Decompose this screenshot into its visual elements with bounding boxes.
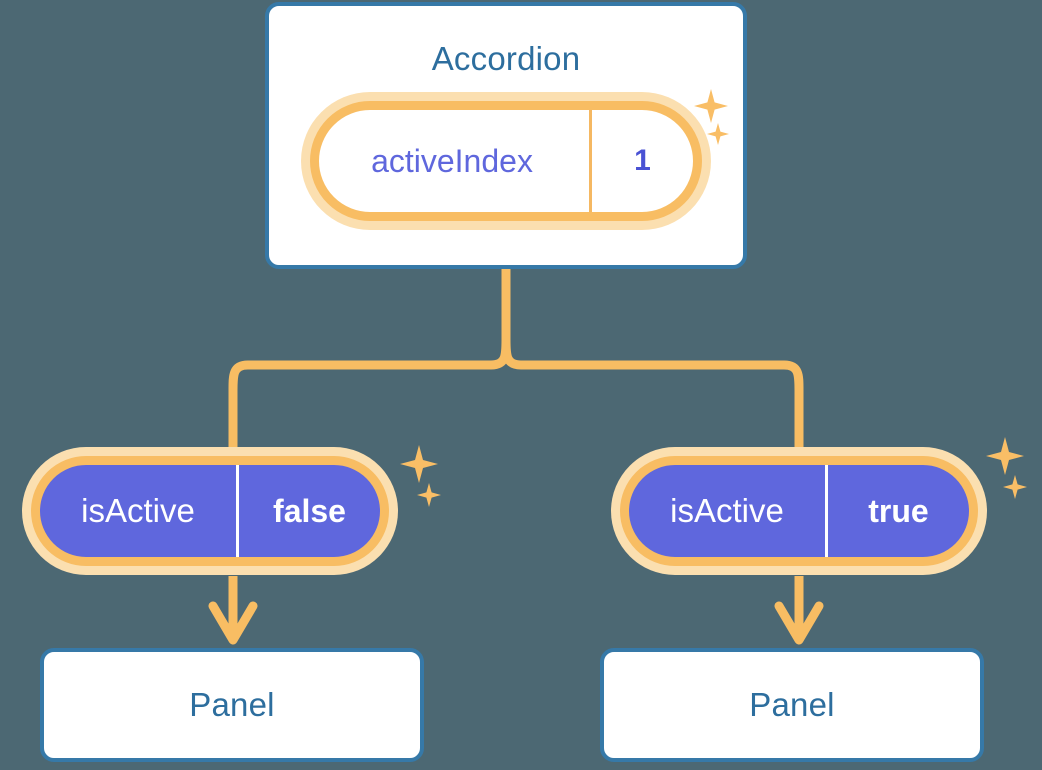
state-pill-is-active-true[interactable]: isActive true	[620, 456, 978, 566]
sparkle-icon	[985, 436, 1025, 476]
state-pill-active-index[interactable]: activeIndex 1	[310, 101, 702, 221]
component-title-accordion: Accordion	[431, 40, 581, 77]
state-pill-key: isActive	[670, 492, 784, 529]
component-card-panel-left[interactable]: Panel	[40, 648, 424, 762]
state-pill-value: 1	[589, 110, 693, 212]
component-title-panel: Panel	[749, 686, 835, 723]
sparkle-icon	[1002, 474, 1028, 500]
state-pill-is-active-false[interactable]: isActive false	[31, 456, 389, 566]
sparkle-icon	[416, 482, 442, 508]
state-pill-value: true	[825, 465, 969, 557]
state-pill-key: isActive	[81, 492, 195, 529]
state-pill-value: false	[236, 465, 380, 557]
component-card-panel-right[interactable]: Panel	[600, 648, 984, 762]
component-title-panel: Panel	[189, 686, 275, 723]
sparkle-icon	[399, 444, 439, 484]
state-pill-key: activeIndex	[371, 142, 533, 179]
